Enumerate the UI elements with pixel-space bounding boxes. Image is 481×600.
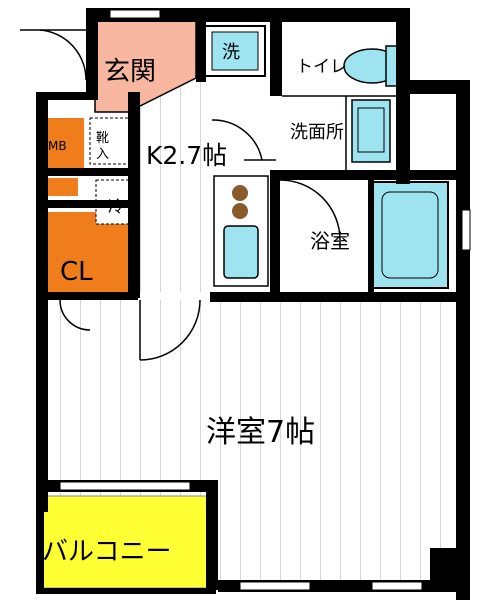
stove-burner-icon xyxy=(232,203,248,219)
balcony-label: バルコニー xyxy=(42,537,171,567)
mb-fill xyxy=(48,118,84,168)
closet-fill xyxy=(48,212,128,292)
toilet-label: トイレ xyxy=(296,57,347,77)
washroom-label: 洗面所 xyxy=(290,122,344,143)
basin-bowl xyxy=(357,107,385,153)
shoe-cabinet-label: 靴入 xyxy=(96,131,109,162)
kitchen-floor xyxy=(140,82,212,292)
mb-lower-fill xyxy=(48,178,78,196)
washer-inner xyxy=(211,31,259,71)
shoe-cabinet xyxy=(89,117,131,165)
kitchen-label: K2.7帖 xyxy=(146,141,227,170)
kitchen-sink xyxy=(223,225,259,279)
windows xyxy=(59,9,471,591)
shoe-cabinet-label-top: 靴 xyxy=(96,131,109,146)
fridge-label: 冷 xyxy=(108,197,124,216)
bathtub-inner xyxy=(381,191,439,279)
washer-label: 洗 xyxy=(222,42,240,63)
western-room-label: 洋室7帖 xyxy=(206,415,315,450)
closet-label: CL xyxy=(60,257,93,287)
interior-lines xyxy=(20,29,396,361)
entrance-label: 玄関 xyxy=(104,57,156,87)
mb-label: MB xyxy=(48,139,67,153)
shoe-cabinet-label-bottom: 入 xyxy=(96,147,109,162)
stove-burner-icon xyxy=(232,185,248,201)
balcony-fill xyxy=(41,495,208,589)
bath-label: 浴室 xyxy=(310,229,350,253)
